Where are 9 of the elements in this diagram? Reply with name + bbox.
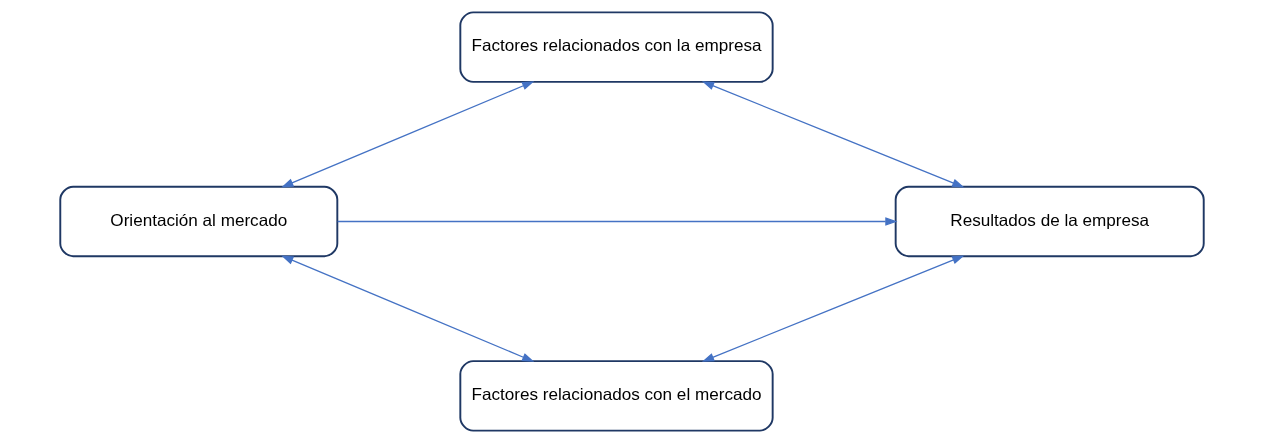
arrow [701, 255, 965, 362]
arrow [281, 81, 535, 188]
node-box: Factores relacionados con la empresa [459, 11, 774, 83]
arrow [701, 81, 965, 188]
node-box: Orientación al mercado [59, 185, 339, 258]
arrow [337, 217, 898, 226]
arrow [281, 255, 535, 362]
node-box: Factores relacionados con el mercado [459, 360, 774, 432]
node-box: Resultados de la empresa [894, 185, 1205, 258]
